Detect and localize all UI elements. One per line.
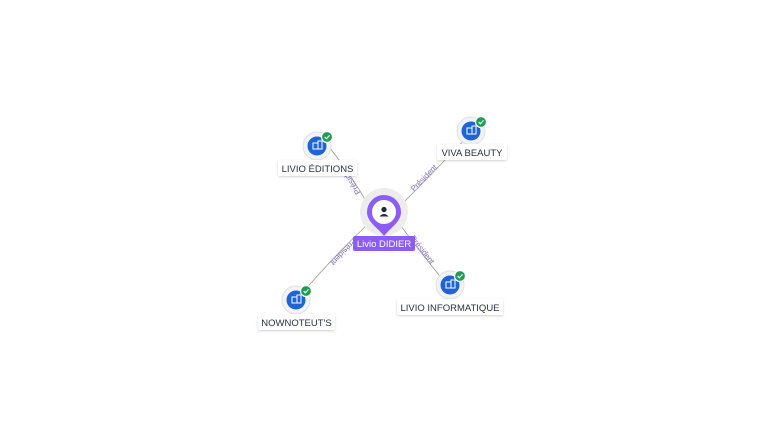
person-name: Livio DIDIER xyxy=(357,239,412,250)
verified-check-icon xyxy=(320,130,334,144)
company-node-nownoteuts[interactable] xyxy=(281,284,313,315)
company-name: LIVIO ÉDITIONS xyxy=(282,164,354,175)
verified-check-icon xyxy=(299,284,313,298)
company-label-livio-editions[interactable]: LIVIO ÉDITIONS xyxy=(278,160,357,176)
person-node[interactable] xyxy=(360,188,408,236)
company-node-viva-beauty[interactable] xyxy=(456,115,488,146)
person-label[interactable]: Livio DIDIER xyxy=(353,236,415,251)
company-name: NOWNOTEUT'S xyxy=(261,318,331,329)
company-node-livio-editions[interactable] xyxy=(302,130,334,161)
company-name: LIVIO INFORMATIQUE xyxy=(400,303,499,314)
company-label-nownoteuts[interactable]: NOWNOTEUT'S xyxy=(258,314,335,330)
building-icon xyxy=(312,140,323,150)
edge-label-viva-beauty: Président xyxy=(409,162,440,193)
company-label-viva-beauty[interactable]: VIVA BEAUTY xyxy=(437,144,507,160)
verified-check-icon xyxy=(474,115,488,129)
company-node-livio-informatique[interactable] xyxy=(435,269,467,300)
verified-check-icon xyxy=(453,269,467,283)
person-icon xyxy=(379,206,389,217)
company-label-livio-informatique[interactable]: LIVIO INFORMATIQUE xyxy=(397,299,503,315)
building-icon xyxy=(445,279,456,289)
building-icon xyxy=(466,125,477,135)
building-icon xyxy=(291,294,302,304)
company-name: VIVA BEAUTY xyxy=(441,148,503,159)
